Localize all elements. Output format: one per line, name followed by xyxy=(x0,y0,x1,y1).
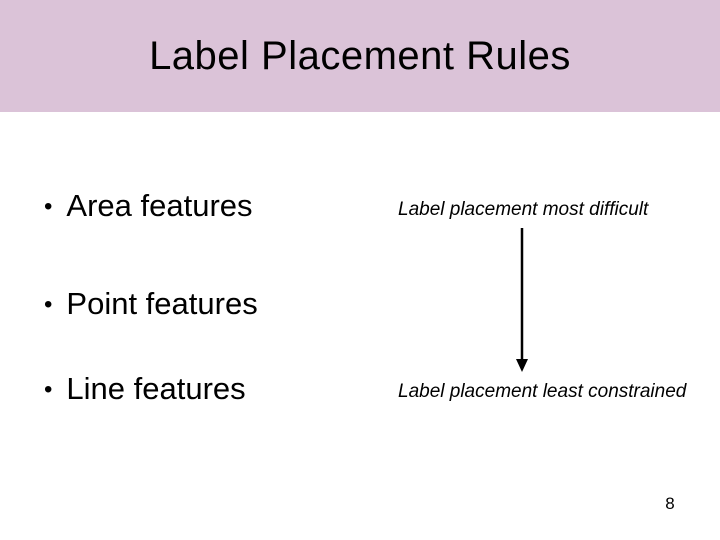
page-number: 8 xyxy=(665,494,675,513)
bullet-item-area-features: • Area features xyxy=(44,190,253,221)
arrow-down-icon xyxy=(516,228,528,372)
annotation-most-difficult: Label placement most difficult xyxy=(398,199,649,220)
bullet-item-point-features: • Point features xyxy=(44,288,258,319)
bullet-label: Line features xyxy=(66,371,246,406)
title-band: Label Placement Rules xyxy=(0,0,720,112)
annotation-least-constrained: Label placement least constrained xyxy=(398,381,687,402)
bullet-marker: • xyxy=(44,193,53,220)
slide-title: Label Placement Rules xyxy=(149,33,571,78)
bullet-marker: • xyxy=(44,376,53,403)
bullet-item-line-features: • Line features xyxy=(44,373,246,404)
bullet-label: Area features xyxy=(66,188,253,223)
bullet-label: Point features xyxy=(66,286,258,321)
bullet-marker: • xyxy=(44,291,53,318)
